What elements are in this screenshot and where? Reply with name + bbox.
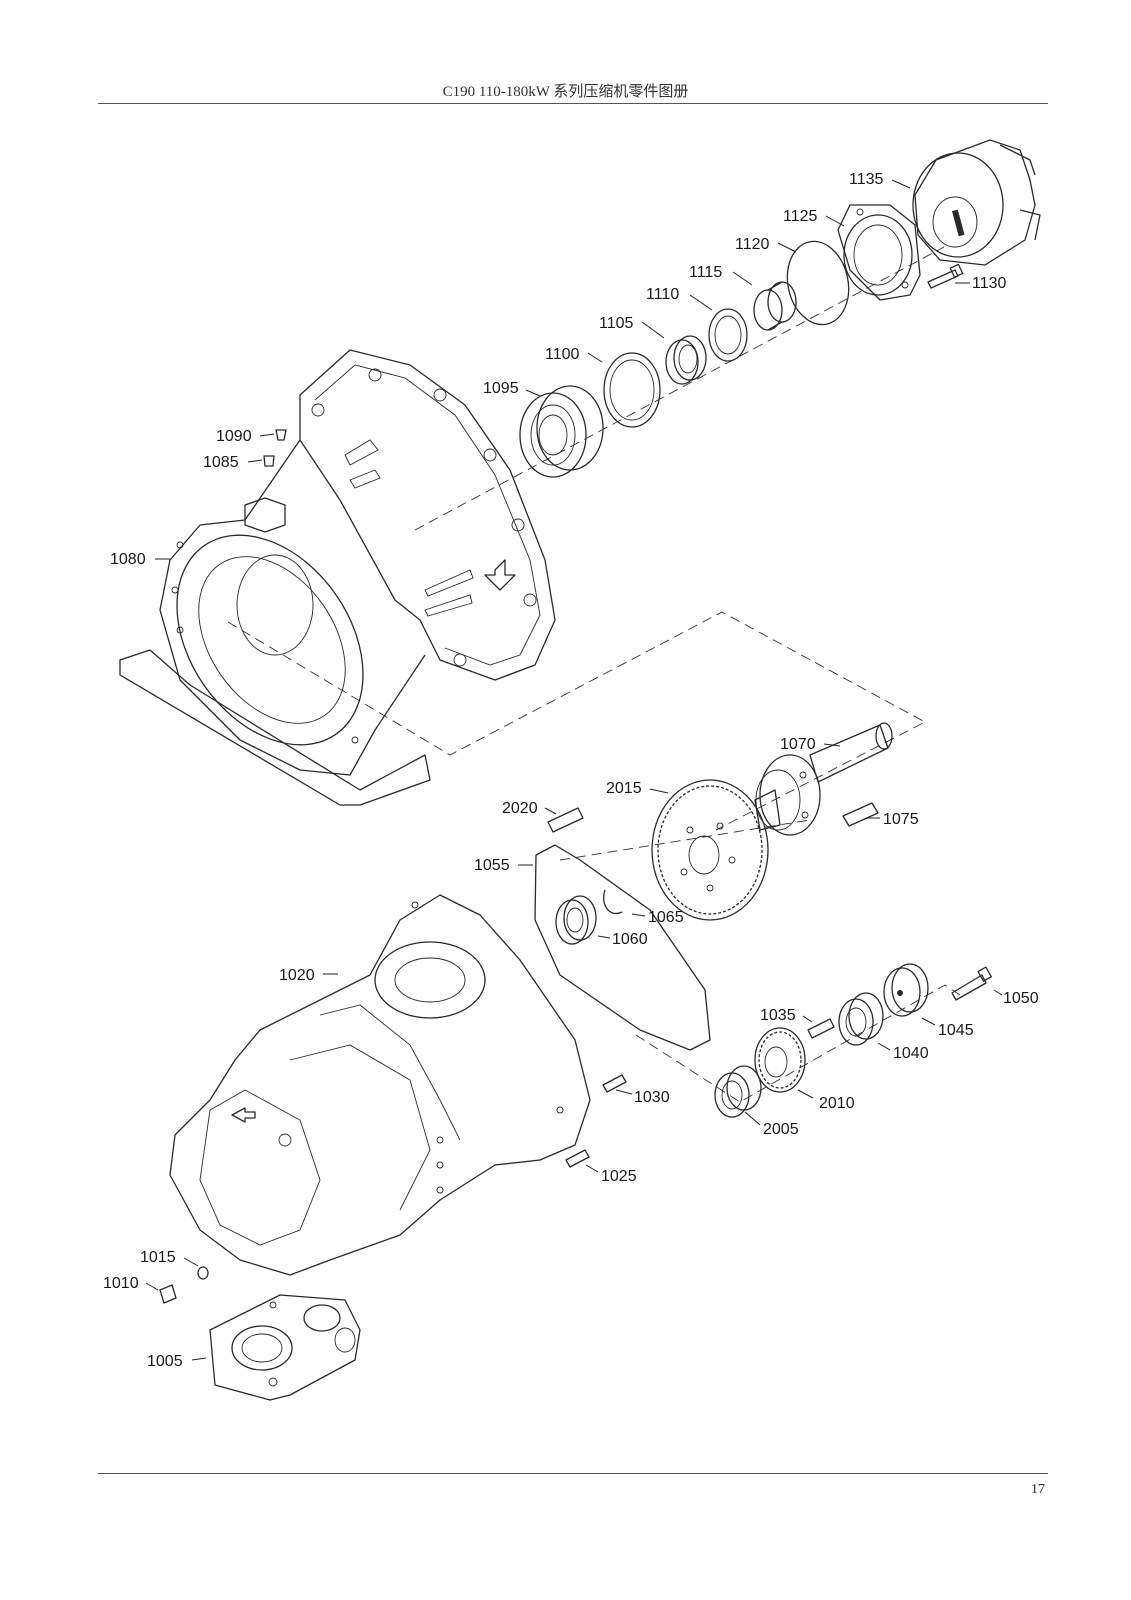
label-1095: 1095: [483, 380, 519, 397]
part-1120-o-ring: [786, 240, 850, 326]
part-1075-key: [842, 802, 879, 827]
part-2005-sleeve: [714, 1065, 762, 1118]
label-1120: 1120: [735, 236, 770, 253]
label-1115: 1115: [689, 264, 722, 281]
label-1135: 1135: [849, 171, 884, 188]
part-1035-key: [807, 1018, 835, 1039]
part-1125-flange: [837, 204, 921, 301]
label-2015: 2015: [606, 780, 642, 797]
label-1110: 1110: [646, 286, 679, 303]
part-1090-plug: [275, 429, 287, 441]
part-1025-pin: [565, 1149, 590, 1168]
label-1100: 1100: [545, 346, 580, 363]
page-header-title: C190 110-180kW 系列压缩机零件图册: [442, 84, 689, 100]
part-2010-pinion-gear: [754, 1027, 806, 1093]
label-1045: 1045: [938, 1022, 974, 1039]
label-1025: 1025: [601, 1168, 637, 1185]
header-rule: [98, 103, 1048, 104]
part-1015-washer: [197, 1266, 209, 1280]
label-1130: 1130: [972, 275, 1007, 292]
part-2015-gear: [651, 779, 769, 921]
label-1040: 1040: [893, 1045, 929, 1062]
label-1055: 1055: [474, 857, 510, 874]
part-1010-plug: [159, 1284, 177, 1304]
label-1005: 1005: [147, 1353, 183, 1370]
part-1020-compressor-body: [169, 894, 591, 1276]
label-1085: 1085: [203, 454, 239, 471]
part-1080-housing: [119, 349, 556, 806]
part-labels: 1135 1125 1120 1115 1130 1110 1105 1100 …: [103, 171, 1039, 1370]
footer-rule: [98, 1473, 1048, 1474]
label-1010: 1010: [103, 1275, 139, 1292]
part-2020-pin: [547, 807, 584, 833]
part-1055-gasket: [534, 844, 711, 1051]
part-1030-pin: [602, 1074, 627, 1093]
label-1035: 1035: [760, 1007, 796, 1024]
label-1090: 1090: [216, 428, 252, 445]
label-2005: 2005: [763, 1121, 799, 1138]
part-1005-valve-housing: [209, 1294, 361, 1401]
label-1070: 1070: [780, 736, 816, 753]
label-1065: 1065: [648, 909, 684, 926]
label-2020: 2020: [502, 800, 538, 817]
label-1075: 1075: [883, 811, 919, 828]
leader-lines: [145, 179, 1003, 1361]
label-1125: 1125: [783, 208, 818, 225]
label-1030: 1030: [634, 1089, 670, 1106]
part-1135-coupling-housing: [912, 139, 1041, 266]
label-1060: 1060: [612, 931, 648, 948]
label-1015: 1015: [140, 1249, 176, 1266]
label-2010: 2010: [819, 1095, 855, 1112]
page-number: 17: [1031, 1482, 1045, 1497]
part-1050-bolt: [951, 966, 992, 1001]
label-1020: 1020: [279, 967, 315, 984]
label-1105: 1105: [599, 315, 634, 332]
part-1130-bolt: [927, 263, 964, 289]
part-1110-ring: [708, 308, 748, 362]
part-1040-spacer: [838, 992, 884, 1046]
part-1100-ring: [603, 352, 661, 428]
part-1045-washer: [883, 963, 929, 1017]
part-1060-bearing: [555, 895, 597, 945]
label-1080: 1080: [110, 551, 146, 568]
part-1085-plug: [263, 455, 275, 467]
part-1105-seal: [665, 335, 707, 385]
part-1095-bearing: [519, 385, 604, 478]
part-1070-shaft: [754, 722, 893, 836]
part-1115-sleeve: [753, 281, 797, 331]
part-1065-circlip: [603, 889, 623, 915]
label-1050: 1050: [1003, 990, 1039, 1007]
